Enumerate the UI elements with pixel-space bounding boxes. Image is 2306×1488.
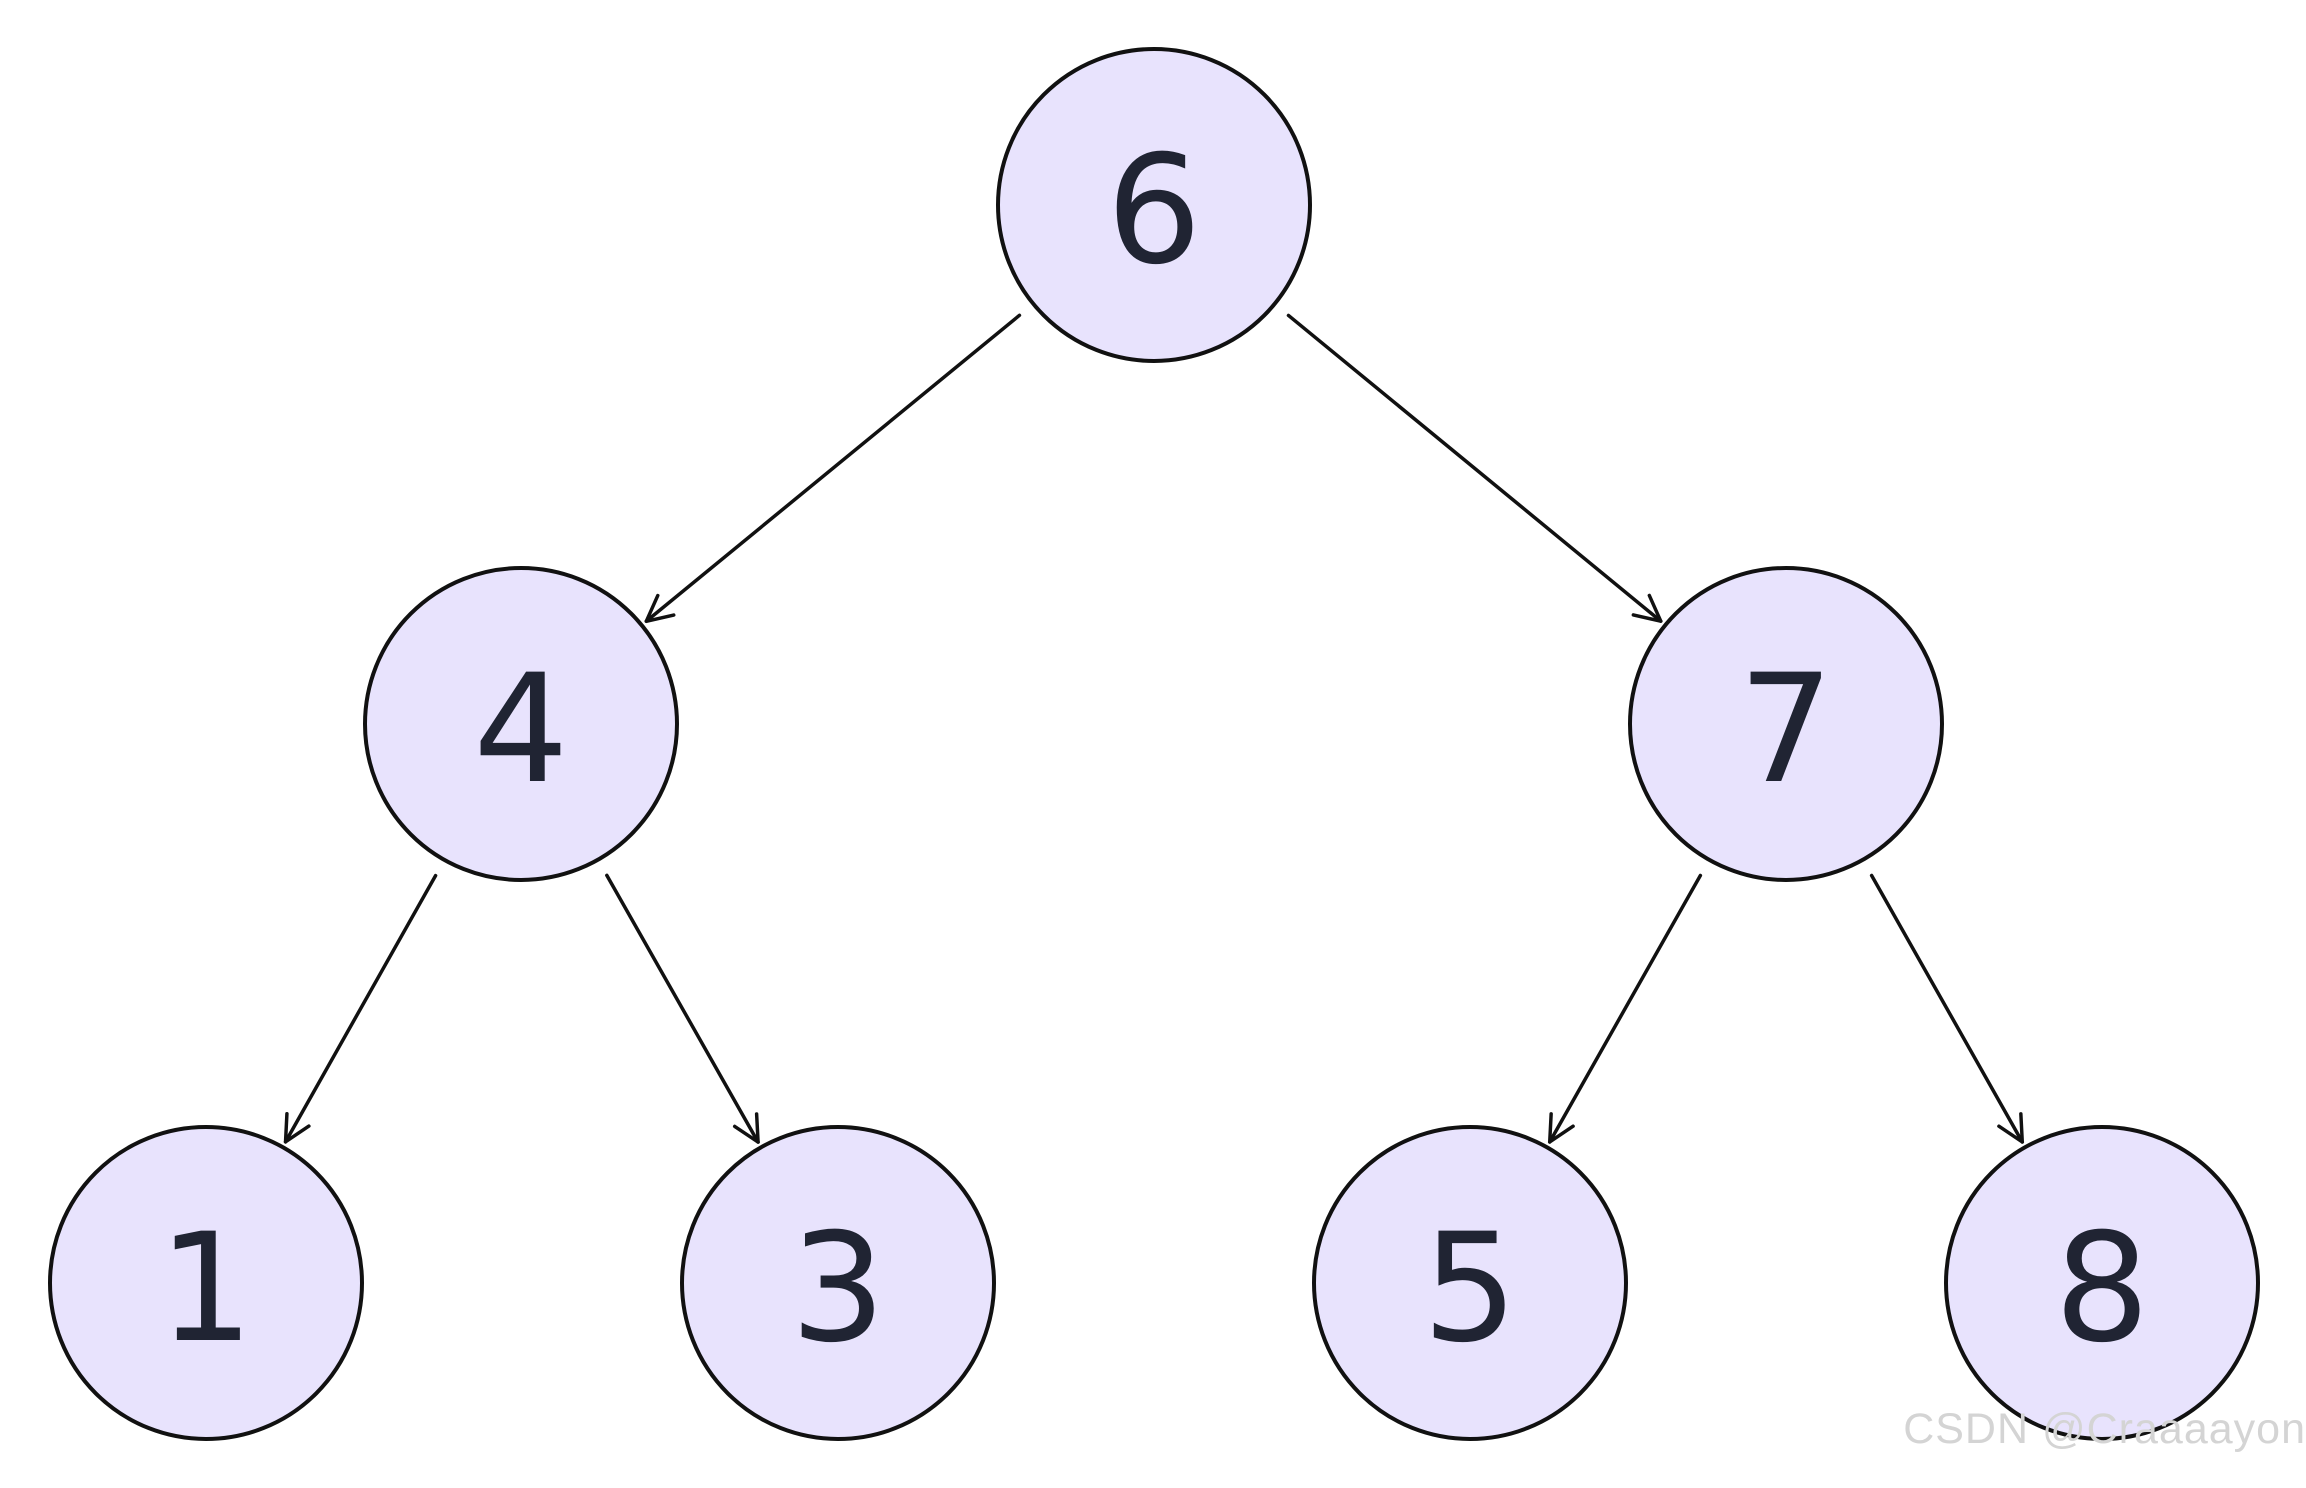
node-label: 8 bbox=[2054, 1202, 2149, 1376]
node-circle bbox=[996, 47, 1312, 363]
node-circle bbox=[48, 1125, 364, 1441]
tree-node-3: 3 bbox=[680, 1125, 996, 1441]
node-circle bbox=[363, 566, 679, 882]
tree-node-8: 8 bbox=[1944, 1125, 2260, 1441]
tree-node-1: 1 bbox=[48, 1125, 364, 1441]
tree-edges bbox=[283, 313, 2025, 1144]
tree-node-5: 5 bbox=[1312, 1125, 1628, 1441]
tree-node-6: 6 bbox=[996, 47, 1312, 363]
node-circle bbox=[1312, 1125, 1628, 1441]
watermark-text: CSDN @Craaaayon bbox=[1903, 1405, 2306, 1453]
node-circle bbox=[1628, 566, 1944, 882]
edge-6-to-7 bbox=[1286, 313, 1663, 623]
node-label: 4 bbox=[473, 643, 568, 817]
node-label: 6 bbox=[1106, 124, 1201, 298]
tree-nodes: 6 4 7 1 3 5 8 bbox=[48, 47, 2260, 1441]
node-label: 3 bbox=[790, 1202, 885, 1376]
edge-4-to-3 bbox=[605, 873, 760, 1144]
node-circle bbox=[1944, 1125, 2260, 1441]
edge-6-to-4 bbox=[644, 313, 1022, 624]
tree-node-7: 7 bbox=[1628, 566, 1944, 882]
node-circle bbox=[680, 1125, 996, 1441]
tree-node-4: 4 bbox=[363, 566, 679, 882]
edge-4-to-1 bbox=[283, 873, 438, 1144]
node-label: 1 bbox=[158, 1202, 253, 1376]
node-label: 7 bbox=[1738, 643, 1833, 817]
edge-7-to-8 bbox=[1869, 873, 2025, 1144]
edge-7-to-5 bbox=[1547, 873, 1703, 1144]
node-label: 5 bbox=[1422, 1202, 1517, 1376]
